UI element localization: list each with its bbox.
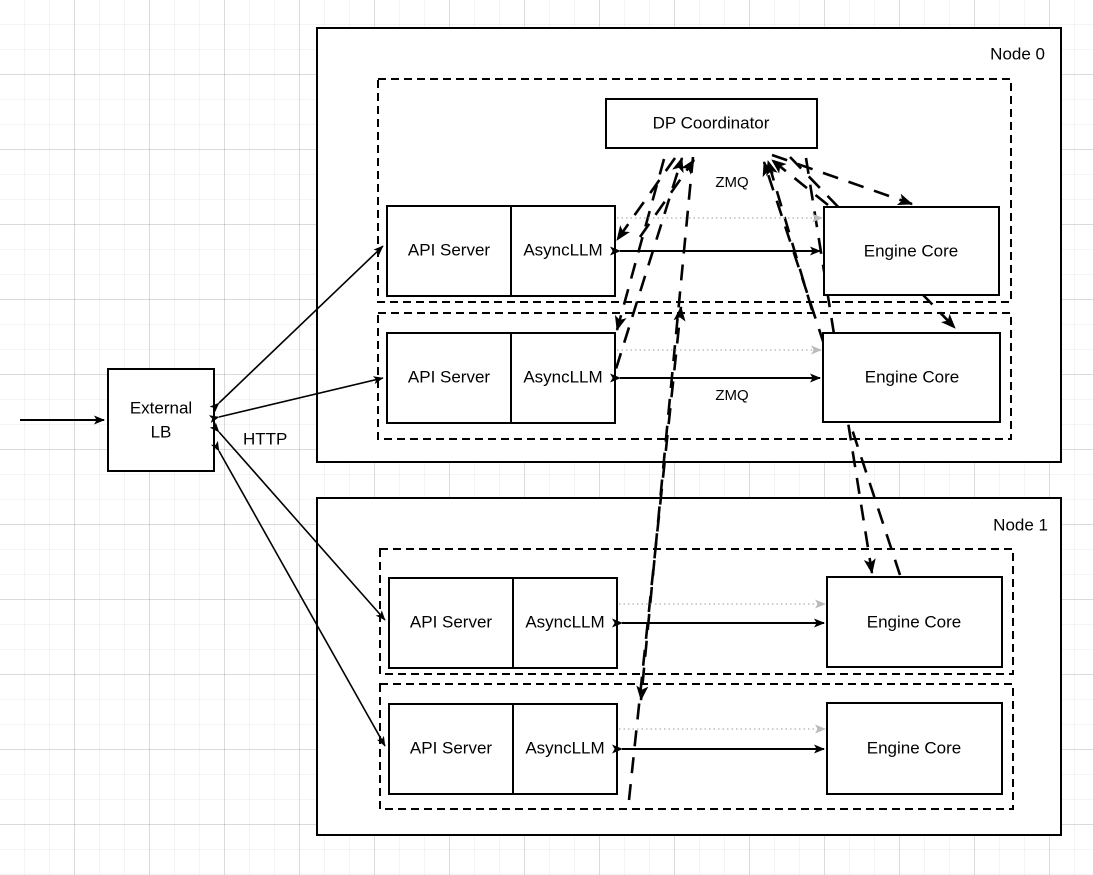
- asyncllm-label-n1g1: AsyncLLM: [525, 738, 604, 757]
- edge-coordinator-to-engine-n0g0: [771, 153, 913, 206]
- api-server-box-n1g0[interactable]: [388, 577, 618, 669]
- asyncllm-label-n1g0: AsyncLLM: [525, 612, 604, 631]
- api-server-label-n0g1: API Server: [408, 367, 491, 386]
- engine-core-box-n1g1[interactable]: [826, 702, 1003, 795]
- node-1-group-1: API Server AsyncLLM Engine Core: [388, 702, 1003, 795]
- dp-coordinator-node[interactable]: DP Coordinator: [605, 98, 818, 149]
- edge-engine-n0g0-to-coordinator: [771, 158, 829, 207]
- dp-coordinator-label: DP Coordinator: [653, 113, 770, 132]
- edge-asyncllm-n0g0-to-coordinator: [638, 159, 696, 238]
- node-1-label: Node 1: [993, 515, 1048, 534]
- engine-core-label-n0g1: Engine Core: [865, 367, 960, 386]
- api-server-label-n0g0: API Server: [408, 240, 491, 259]
- engine-core-box-n1g0[interactable]: [826, 576, 1003, 668]
- node-0-label: Node 0: [990, 44, 1045, 63]
- node-0-group-0-region: [377, 78, 1012, 303]
- edge-asyncllm-n0g1-to-coordinator: [598, 157, 684, 421]
- api-server-box-n0g0[interactable]: [386, 205, 616, 297]
- asyncllm-label-n0g0: AsyncLLM: [523, 240, 602, 259]
- external-lb-label-line1: External: [130, 398, 192, 417]
- edge-engine-n1g1-to-coordinator: [627, 306, 686, 801]
- edge-coordinator-to-asyncllm-n0g1: [614, 158, 666, 331]
- engine-core-box-n0g0[interactable]: [823, 206, 1000, 296]
- node-0-group-0: API Server AsyncLLM Engine Core: [386, 205, 1000, 297]
- edge-coordinator-to-asyncllm-n0g0: [615, 157, 677, 241]
- asyncllm-label-n0g1: AsyncLLM: [523, 367, 602, 386]
- external-lb-label-line2: LB: [151, 422, 172, 441]
- api-server-label-n1g1: API Server: [410, 738, 493, 757]
- zmq-label-n0g1: ZMQ: [715, 387, 748, 404]
- external-lb-node[interactable]: External LB: [107, 368, 215, 472]
- engine-core-label-n1g1: Engine Core: [867, 738, 962, 757]
- api-server-label-n1g0: API Server: [410, 612, 493, 631]
- node-0-group-1-region: [377, 312, 1012, 440]
- engine-core-box-n0g1[interactable]: [822, 332, 1001, 423]
- node-1-group-0-region: [379, 548, 1014, 675]
- edge-lb-to-api-n0g1: [208, 376, 384, 424]
- edge-lb-to-api-n1g1: [210, 440, 386, 747]
- node-0-group-1: API Server AsyncLLM Engine Core ZMQ: [386, 332, 1001, 424]
- node-1-group-0: API Server AsyncLLM Engine Core: [388, 576, 1003, 669]
- api-server-box-n1g1[interactable]: [388, 703, 618, 795]
- zmq-label-coordinator: ZMQ: [715, 174, 748, 191]
- http-label: HTTP: [243, 429, 287, 448]
- engine-core-label-n0g0: Engine Core: [864, 241, 959, 260]
- engine-core-label-n1g0: Engine Core: [867, 612, 962, 631]
- node-1-group-1-region: [379, 683, 1014, 810]
